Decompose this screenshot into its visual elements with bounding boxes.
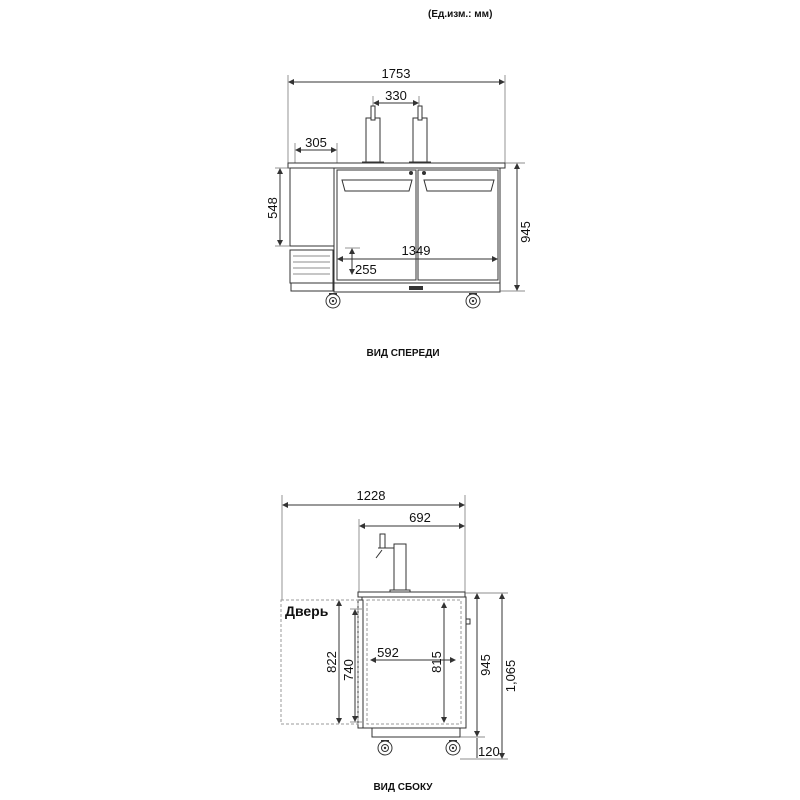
front-view: 1753 330 305 548 1349 255: [265, 66, 533, 359]
dim-1065: 1,065: [503, 660, 518, 693]
dim-548: 548: [265, 197, 280, 219]
dim-305: 305: [305, 135, 327, 150]
side-view: 1228 692 Дверь 822 740 592 815 945: [280, 488, 518, 793]
dim-1753: 1753: [382, 66, 411, 81]
door-label: Дверь: [285, 603, 329, 619]
side-view-caption: ВИД СБОКУ: [373, 782, 433, 793]
units-note: (Ед.изм.: мм): [428, 9, 492, 20]
dim-740: 740: [341, 659, 356, 681]
dim-255: 255: [355, 262, 377, 277]
dim-330: 330: [385, 88, 407, 103]
dim-120: 120: [478, 744, 500, 759]
dim-692: 692: [409, 510, 431, 525]
dim-815: 815: [429, 651, 444, 673]
dim-822: 822: [324, 651, 339, 673]
front-view-caption: ВИД СПЕРЕДИ: [366, 348, 439, 359]
dim-945-front: 945: [518, 221, 533, 243]
dim-945-side: 945: [478, 654, 493, 676]
dim-1228: 1228: [357, 488, 386, 503]
dim-1349: 1349: [402, 243, 431, 258]
dim-592: 592: [377, 645, 399, 660]
